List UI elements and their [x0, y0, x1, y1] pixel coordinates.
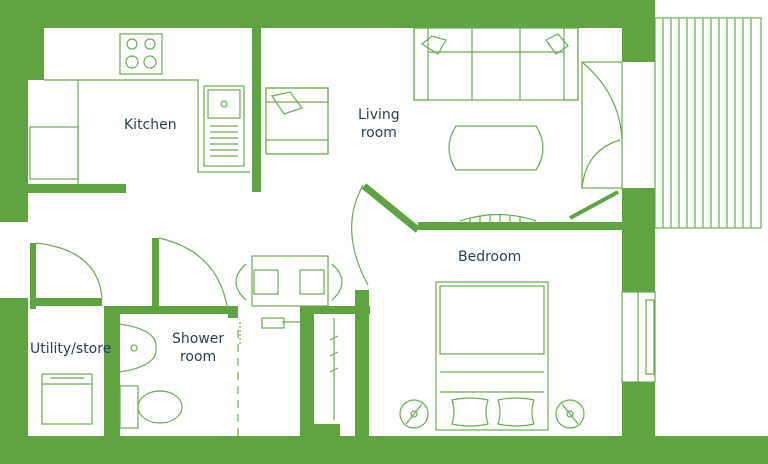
bedroom-door	[361, 183, 421, 233]
kitchen-counter	[29, 79, 250, 184]
pillow-icon	[451, 397, 535, 427]
window-icon	[621, 291, 656, 383]
washbasin-icon	[119, 323, 157, 373]
door-swing-icon	[158, 237, 239, 436]
sink-icon	[203, 85, 245, 167]
wardrobe-icon	[329, 318, 339, 420]
door-swing-icon	[569, 61, 623, 220]
sofa-icon	[413, 27, 579, 101]
living-room-label-line1: Living	[358, 107, 400, 123]
living-room-label-line2: room	[360, 125, 397, 141]
shower-room-label-line1: Shower	[172, 331, 225, 347]
dining-table-icon	[251, 255, 329, 307]
bedroom-label: Bedroom	[458, 249, 522, 265]
utility-store-label: Utility/store	[30, 341, 112, 357]
shower-room-label-line2: room	[179, 349, 217, 365]
chair-icon	[235, 263, 343, 301]
kitchen-label: Kitchen	[124, 117, 177, 133]
living-room-label: Living room	[358, 106, 400, 142]
double-bed-icon	[435, 281, 549, 431]
bedside-lamp-icon	[399, 399, 585, 429]
partitions	[28, 28, 622, 436]
coffee-table-icon	[448, 125, 544, 171]
hob-icon	[119, 33, 163, 75]
washing-machine-icon	[41, 373, 93, 425]
toilet-icon	[119, 385, 183, 429]
shower-room-label: Shower room	[172, 330, 224, 366]
shower-fittings	[239, 317, 300, 346]
door-swing-icon	[35, 242, 103, 299]
door-swing-icon	[351, 184, 369, 286]
armchair-icon	[265, 87, 329, 155]
balcony-decking-icon	[654, 17, 762, 229]
radiator-icon	[459, 213, 537, 222]
